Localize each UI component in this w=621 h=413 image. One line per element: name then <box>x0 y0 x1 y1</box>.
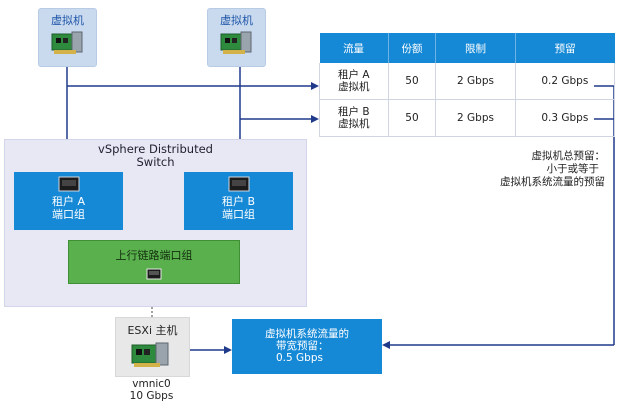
ethernet-port-icon <box>58 176 79 192</box>
traffic-table: 流量 份额 限制 预留 租户 A 虚拟机 50 2 Gbps 0.2 Gbps … <box>319 33 616 137</box>
bandwidth-line3: 0.5 Gbps <box>276 352 323 364</box>
port-group-b-line1: 租户 B <box>221 195 256 208</box>
port-group-a-line2: 端口组 <box>52 208 85 221</box>
note-line2: 小于或等于 <box>546 163 600 175</box>
vm-box-1[interactable]: 虚拟机 <box>38 8 97 67</box>
bandwidth-line1: 虚拟机系统流量的 <box>265 328 349 340</box>
ethernet-port-icon <box>228 176 249 192</box>
bandwidth-line2: 带宽预留： <box>276 340 329 352</box>
esxi-arrowhead <box>224 346 232 354</box>
cell-traffic-line2: 虚拟机 <box>338 118 370 130</box>
table-row: 租户 B 虚拟机 50 2 Gbps 0.3 Gbps <box>319 99 616 137</box>
vmnic-label: vmnic0 10 Gbps <box>115 378 188 402</box>
header-reservation: 预留 <box>515 33 615 63</box>
vm2-label: 虚拟机 <box>220 14 253 27</box>
vmnic-line2: 10 Gbps <box>129 390 174 402</box>
cell-traffic: 租户 A 虚拟机 <box>319 63 389 100</box>
uplink-label: 上行链路端口组 <box>115 249 193 262</box>
header-traffic: 流量 <box>319 33 389 63</box>
cell-traffic-line1: 租户 B <box>338 106 370 118</box>
cell-traffic-line1: 租户 A <box>338 69 370 81</box>
esxi-label: ESXi 主机 <box>127 324 178 337</box>
port-group-b[interactable]: 租户 B 端口组 <box>184 172 293 230</box>
switch-title-line2: Switch <box>136 155 175 169</box>
bandwidth-reservation-box[interactable]: 虚拟机系统流量的 带宽预留： 0.5 Gbps <box>232 319 382 374</box>
ethernet-port-icon <box>146 268 162 280</box>
vmnic-line1: vmnic0 <box>132 378 171 390</box>
network-card-icon <box>220 31 251 54</box>
header-limit: 限制 <box>435 33 516 63</box>
uplink-port-group[interactable]: 上行链路端口组 <box>68 240 240 284</box>
port-group-a-line1: 租户 A <box>51 195 86 208</box>
vm-box-2[interactable]: 虚拟机 <box>207 8 266 67</box>
cell-reservation: 0.3 Gbps <box>515 99 616 137</box>
switch-title: vSphere Distributed Switch <box>5 143 306 169</box>
cell-traffic: 租户 B 虚拟机 <box>319 99 389 137</box>
cell-traffic-line2: 虚拟机 <box>338 81 370 93</box>
vm1-label: 虚拟机 <box>51 14 84 27</box>
port-group-b-line2: 端口组 <box>222 208 255 221</box>
note-line3: 虚拟机系统流量的预留 <box>500 176 605 188</box>
cell-reservation: 0.2 Gbps <box>515 63 616 100</box>
header-shares: 份额 <box>388 33 437 63</box>
port-group-a[interactable]: 租户 A 端口组 <box>14 172 123 230</box>
table-header-row: 流量 份额 限制 预留 <box>319 33 615 63</box>
cell-limit: 2 Gbps <box>435 99 516 137</box>
tenant-a-arrowhead <box>311 82 319 90</box>
esxi-host[interactable]: ESXi 主机 <box>115 317 190 377</box>
table-row: 租户 A 虚拟机 50 2 Gbps 0.2 Gbps <box>319 63 616 100</box>
switch-title-line1: vSphere Distributed <box>98 142 213 156</box>
network-card-icon <box>51 31 82 54</box>
reservation-note: 虚拟机总预留： 小于或等于 虚拟机系统流量的预留 <box>455 150 605 189</box>
tenant-b-arrowhead <box>311 115 319 123</box>
cell-limit: 2 Gbps <box>435 63 516 100</box>
bracket-arrowhead <box>382 341 390 349</box>
cell-shares: 50 <box>388 63 437 100</box>
network-card-icon <box>131 342 169 367</box>
cell-shares: 50 <box>388 99 437 137</box>
note-line1: 虚拟机总预留： <box>531 150 606 162</box>
